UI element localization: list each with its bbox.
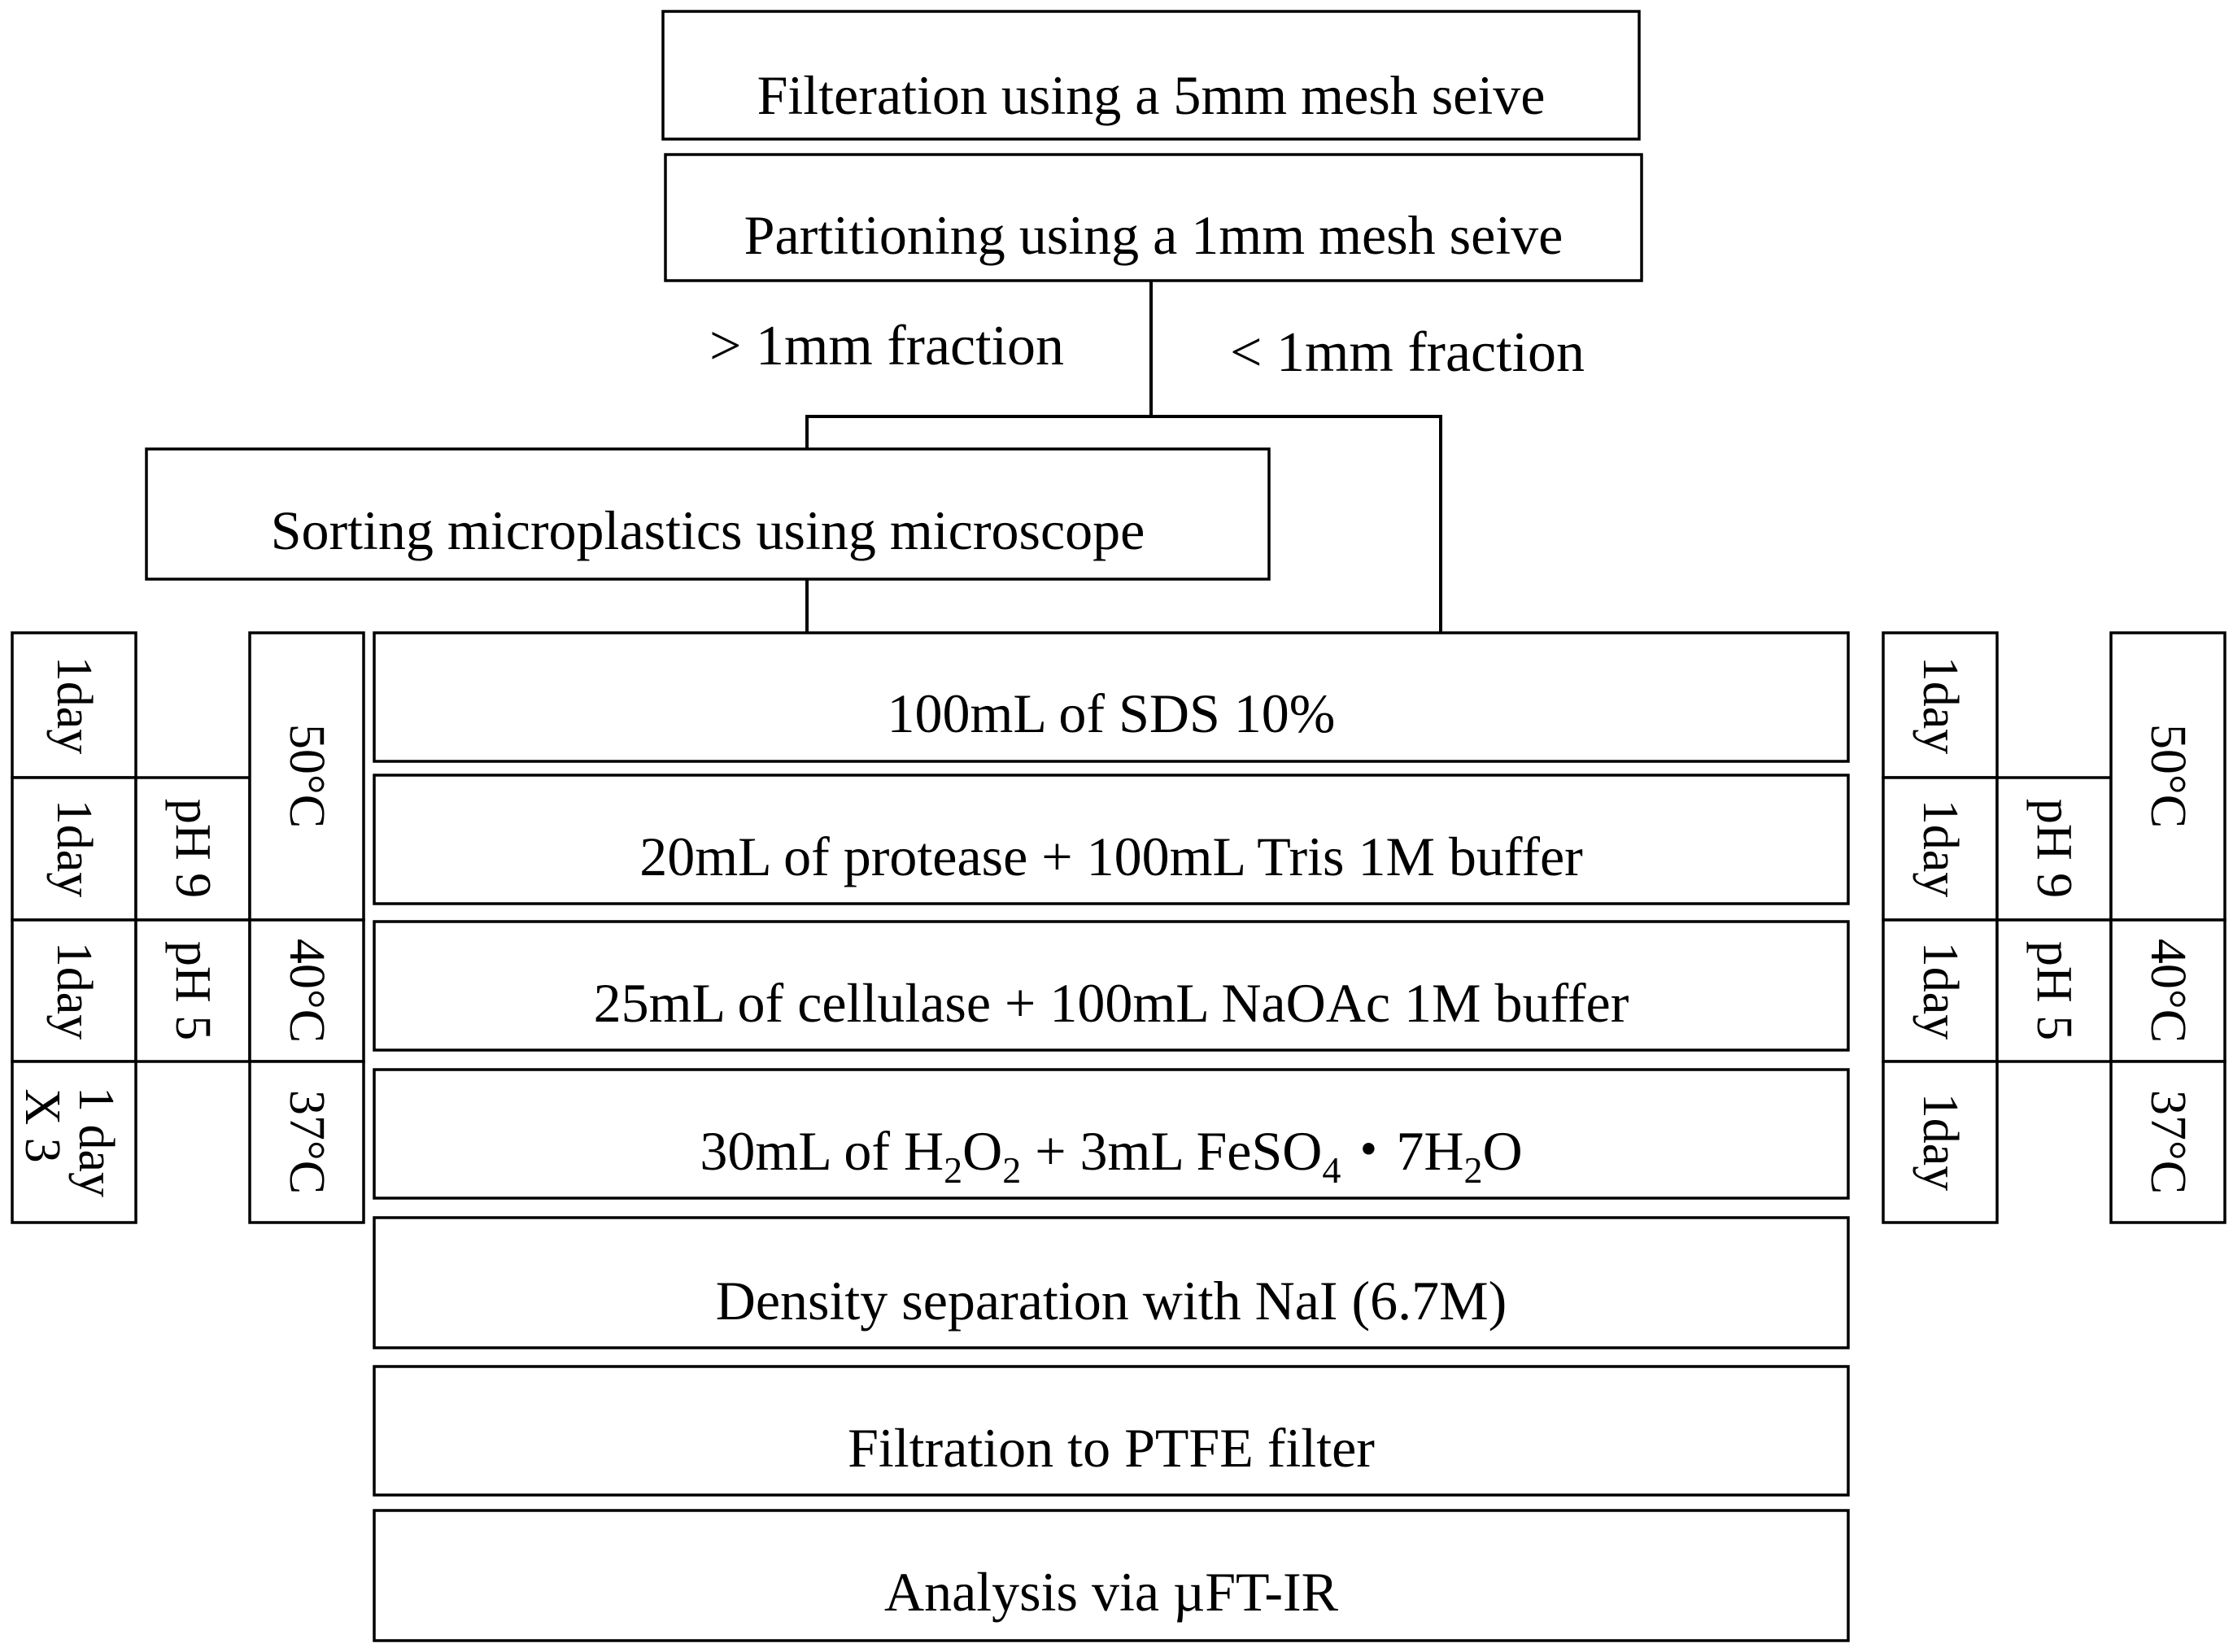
left-ph-label: pH 9 <box>165 799 220 898</box>
left-temp-cell <box>248 631 365 922</box>
analysis-label: Analysis via µFT-IR <box>884 1561 1339 1623</box>
left-temp-cell <box>248 1060 365 1224</box>
right-temp-cell <box>2109 631 2226 922</box>
partitioning-box <box>664 153 1643 282</box>
sorting-label: Sorting microplastics using microscope <box>271 499 1145 561</box>
right-time-cell <box>1882 918 1999 1063</box>
right-time-label: 1day <box>1912 656 1968 755</box>
filteration-box <box>661 10 1641 141</box>
right-time-label: 1day <box>1912 800 1968 898</box>
protease-box <box>373 774 1850 905</box>
left-time-label: 1day <box>46 800 102 898</box>
sds-box <box>373 631 1850 763</box>
right-temp-label: 50°C <box>2140 724 2196 828</box>
right-temp-cell <box>2109 1060 2226 1224</box>
right-time-label: 1day <box>1912 942 1968 1040</box>
density-box <box>373 1216 1850 1349</box>
right-temp-label: 40°C <box>2140 939 2196 1043</box>
right-temp-label: 37°C <box>2140 1090 2196 1194</box>
filteration-label: Filteration using a 5mm mesh seive <box>757 64 1546 126</box>
left-ph-cell <box>134 776 251 922</box>
right-ph-label: pH 5 <box>2026 941 2082 1040</box>
sorting-box <box>145 447 1271 581</box>
peroxide-box <box>373 1068 1850 1200</box>
cellulase-label: 25mL of cellulase + 100mL NaOAc 1M buffe… <box>594 972 1629 1034</box>
analysis-box <box>373 1509 1850 1642</box>
peroxide-label: 30mL of H2O2 + 3mL FeSO4・7H2O <box>700 1120 1522 1191</box>
large-fraction-label: > 1mm fraction <box>709 315 1064 377</box>
left-ph-cell <box>134 918 251 1063</box>
partitioning-label: Partitioning using a 1mm mesh seive <box>744 204 1564 266</box>
left-temp-label: 40°C <box>279 939 334 1043</box>
left-time-label: 1day <box>46 656 102 755</box>
right-time-cell <box>1882 776 1999 922</box>
left-temp-label: 50°C <box>279 724 334 828</box>
right-ph-label: pH 9 <box>2026 799 2082 898</box>
right-time-cell <box>1882 631 1999 779</box>
right-ph-cell <box>1995 918 2113 1063</box>
left-time-label: 1 day <box>68 1087 124 1197</box>
right-temp-cell <box>2109 918 2226 1063</box>
left-temp-label: 37°C <box>279 1090 334 1194</box>
cellulase-box <box>373 920 1850 1052</box>
left-time-cell <box>11 1060 137 1224</box>
filtration-label: Filtration to PTFE filter <box>848 1417 1375 1479</box>
filtration-box <box>373 1365 1850 1497</box>
left-conditions: 1day 1day 1day 1 day X 3 pH 9 pH 5 50°C … <box>11 631 365 1224</box>
left-time-cell <box>11 631 137 779</box>
right-conditions: 1day 1day 1day 1day pH 9 pH 5 50°C 40°C … <box>1882 631 2226 1224</box>
sds-label: 100mL of SDS 10% <box>888 682 1336 744</box>
left-ph-label: pH 5 <box>165 941 220 1040</box>
left-time-cell <box>11 918 137 1063</box>
left-time-label: 1day <box>46 942 102 1040</box>
left-time-label: X 3 <box>15 1088 70 1162</box>
left-temp-cell <box>248 918 365 1063</box>
protease-label: 20mL of protease + 100mL Tris 1M buffer <box>639 826 1583 887</box>
right-time-cell <box>1882 1060 1999 1224</box>
density-label: Density separation with NaI (6.7M) <box>716 1270 1507 1332</box>
small-fraction-label: < 1mm fraction <box>1230 321 1585 384</box>
right-time-label: 1day <box>1912 1093 1968 1192</box>
